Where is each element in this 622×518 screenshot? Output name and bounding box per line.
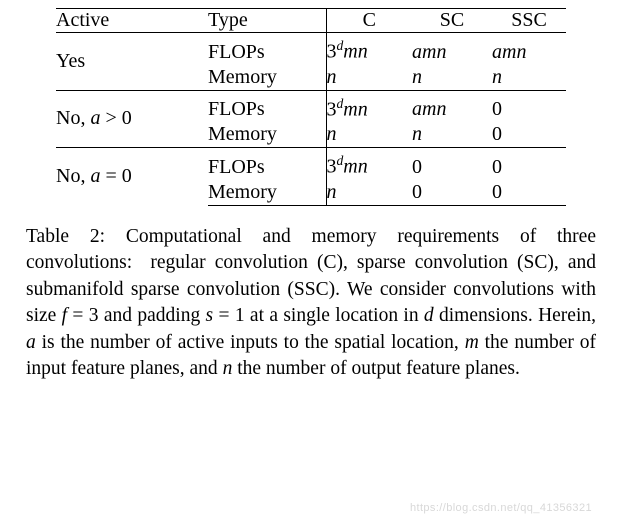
cell-sc-flops: 0	[412, 147, 492, 180]
table-row: Yes FLOPs 3dmn amn amn	[56, 31, 566, 91]
table-row: Memory n n n	[56, 64, 566, 91]
caption-label: Table 2:	[26, 225, 106, 247]
cell-c-memory: n	[325, 122, 412, 148]
cell-sc-flops: amn	[412, 89, 492, 123]
cell-sc-memory: 0	[412, 179, 492, 206]
table-row: Memory n n 0	[56, 122, 566, 148]
cell-ssc-memory: 0	[492, 123, 502, 146]
cell-ssc-memory: 0	[492, 179, 566, 206]
cell-type-memory: Memory	[208, 123, 277, 146]
cell-c-memory: n	[325, 179, 412, 206]
active-label: No, a = 0	[56, 165, 132, 188]
cell-type-flops: FLOPs	[208, 147, 326, 180]
cell-ssc-flops: 0	[492, 147, 566, 180]
table-caption: Table 2: Computational and memory requir…	[26, 225, 596, 380]
cell-active-a-eq-0: No, a = 0	[56, 147, 208, 206]
cell-type-memory: Memory	[208, 65, 277, 88]
table-row: No, a = 0 FLOPs 3dmn 0 0	[56, 147, 566, 206]
table-header-row: Active Type C SC SSC	[56, 8, 566, 33]
table-row: No, a > 0 FLOPs 3dmn amn 0	[56, 89, 566, 148]
watermark-text: https://blog.csdn.net/qq_41356321	[409, 502, 592, 514]
cell-ssc-flops: amn	[492, 31, 566, 65]
header-type: Type	[208, 8, 326, 33]
cell-sc-memory: n	[412, 123, 422, 146]
cell-type-memory: Memory	[208, 179, 326, 206]
requirements-table: Active Type C SC SSC Yes FLOPs 3dmn amn …	[56, 8, 566, 206]
cell-c-flops: 3dmn	[325, 89, 412, 123]
table-row: Memory n 0 0	[56, 179, 566, 206]
cell-sc-memory: n	[412, 65, 422, 88]
cell-ssc-memory: n	[492, 65, 502, 88]
cell-active-a-gt-0: No, a > 0	[56, 89, 208, 148]
cell-c-flops: 3dmn	[325, 31, 412, 65]
cell-c-memory: n	[325, 64, 412, 91]
header-active: Active	[56, 8, 208, 33]
header-sc: SC	[412, 8, 492, 33]
cell-ssc-flops: 0	[492, 89, 566, 123]
active-label: Yes	[56, 49, 86, 72]
header-ssc: SSC	[492, 8, 566, 33]
cell-type-flops: FLOPs	[208, 89, 326, 123]
cell-type-flops: FLOPs	[208, 31, 326, 65]
cell-sc-flops: amn	[412, 31, 492, 65]
header-c: C	[325, 8, 412, 33]
cell-active-yes: Yes	[56, 32, 208, 91]
active-label: No, a > 0	[56, 107, 132, 130]
cell-c-flops: 3dmn	[325, 147, 412, 180]
